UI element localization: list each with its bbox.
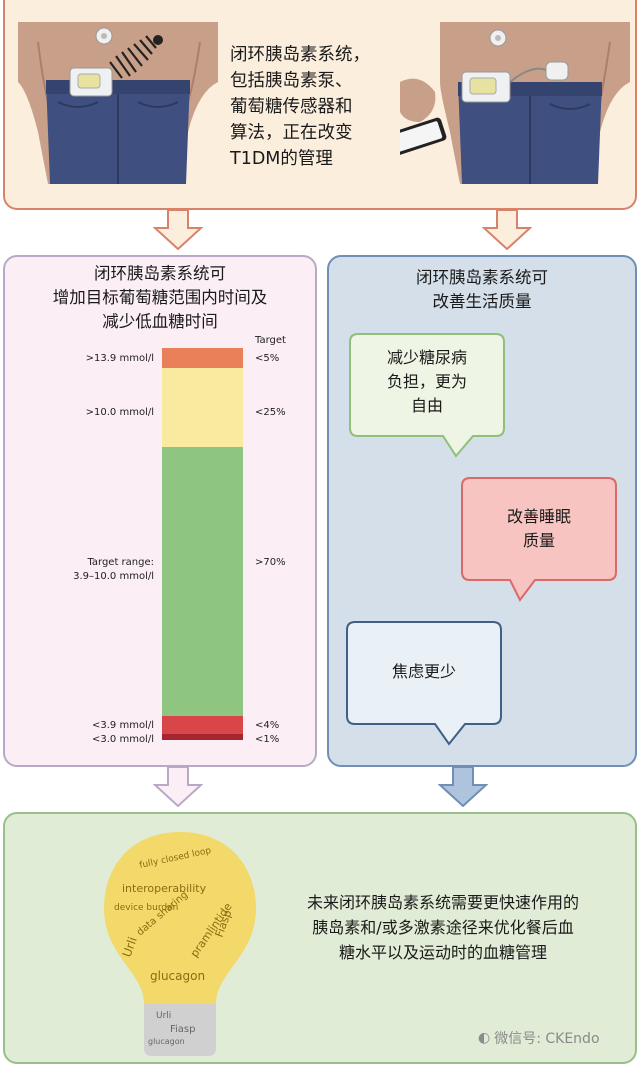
bulb-word: interoperability xyxy=(122,882,207,895)
range-bar-target xyxy=(162,447,243,716)
left-title-line: 闭环胰岛素系统可 xyxy=(94,264,226,283)
range-label-target-value: 3.9–10.0 mmol/l xyxy=(73,571,154,582)
bubble-line: 质量 xyxy=(522,531,555,550)
arrow-down-left-icon xyxy=(153,210,203,250)
range-label-target: Target range: xyxy=(87,557,154,568)
speech-bubble-sleep xyxy=(461,477,617,602)
wechat-watermark: ◐ 微信号: CKEndo xyxy=(478,1028,600,1048)
bubble-sleep-text: 改善睡眠 质量 xyxy=(464,505,614,553)
arrow-down-right-icon xyxy=(482,210,532,250)
range-bar-very-high xyxy=(162,348,243,368)
left-title-line: 减少低血糖时间 xyxy=(102,312,218,331)
top-line: T1DM的管理 xyxy=(230,149,333,169)
target-header: Target xyxy=(255,335,286,346)
range-target-target: >70% xyxy=(255,557,286,568)
bulb-word: Fiasp xyxy=(170,1024,196,1035)
top-line: 葡萄糖传感器和 xyxy=(230,97,353,117)
left-panel xyxy=(3,255,317,767)
bulb-word: glucagon xyxy=(148,1037,185,1046)
speech-bubble-anxiety xyxy=(346,621,502,746)
bulb-word: device burden xyxy=(114,903,178,913)
arrow-down-left-lower-icon xyxy=(153,767,203,807)
bubble-line: 负担，更为 xyxy=(386,372,467,391)
right-title-line: 闭环胰岛素系统可 xyxy=(416,268,548,287)
range-bar-very-low xyxy=(162,734,243,740)
left-title-line: 增加目标葡萄糖范围内时间及 xyxy=(52,288,268,307)
range-bar-high xyxy=(162,368,243,447)
range-target-very-low: <1% xyxy=(255,734,280,745)
insulin-pump-illustration-left xyxy=(18,22,218,184)
bubble-line: 焦虑更少 xyxy=(391,662,456,681)
range-target-very-high: <5% xyxy=(255,353,280,364)
range-label-high: >10.0 mmol/l xyxy=(85,407,154,418)
bulb-word: glucagon xyxy=(150,969,205,983)
range-label-very-low: <3.0 mmol/l xyxy=(92,734,154,745)
left-panel-title: 闭环胰岛素系统可 增加目标葡萄糖范围内时间及 减少低血糖时间 xyxy=(0,262,320,334)
watermark-text: 微信号: CKEndo xyxy=(494,1031,600,1047)
range-label-low: <3.9 mmol/l xyxy=(92,720,154,731)
top-line: 包括胰岛素泵、 xyxy=(230,71,353,91)
bubble-anxiety-text: 焦虑更少 xyxy=(349,660,499,684)
bubble-line: 改善睡眠 xyxy=(506,507,571,526)
bubble-line: 减少糖尿病 xyxy=(386,348,467,367)
bulb-word: Urli xyxy=(156,1011,171,1021)
bottom-line: 胰岛素和/或多激素途径来优化餐后血 xyxy=(312,918,574,937)
bottom-line: 糖水平以及运动时的血糖管理 xyxy=(338,943,547,962)
bulb-word: Urli xyxy=(120,935,140,959)
top-description: 闭环胰岛素系统， 包括胰岛素泵、 葡萄糖传感器和 算法，正在改变 T1DM的管理 xyxy=(230,42,400,172)
bottom-line: 未来闭环胰岛素系统需要更快速作用的 xyxy=(306,893,579,912)
bubble-line: 自由 xyxy=(410,396,443,415)
right-title-line: 改善生活质量 xyxy=(432,292,532,311)
top-line: 闭环胰岛素系统， xyxy=(230,45,370,65)
right-panel-title: 闭环胰岛素系统可 改善生活质量 xyxy=(327,266,637,314)
arrow-down-right-lower-icon xyxy=(438,767,488,807)
speech-bubble-freedom xyxy=(349,333,505,458)
bottom-panel xyxy=(3,812,637,1064)
lightbulb-word-cloud-icon: fully closed loop interoperability devic… xyxy=(104,832,256,1056)
range-target-high: <25% xyxy=(255,407,286,418)
wechat-icon: ◐ xyxy=(478,1030,491,1046)
closed-loop-illustration-right xyxy=(400,22,630,184)
bubble-freedom-text: 减少糖尿病 负担，更为 自由 xyxy=(352,346,502,418)
range-target-low: <4% xyxy=(255,720,280,731)
bottom-description: 未来闭环胰岛素系统需要更快速作用的 胰岛素和/或多激素途径来优化餐后血 糖水平以… xyxy=(268,890,618,965)
top-line: 算法，正在改变 xyxy=(230,123,353,143)
range-bar-low xyxy=(162,716,243,734)
range-label-very-high: >13.9 mmol/l xyxy=(85,353,154,364)
